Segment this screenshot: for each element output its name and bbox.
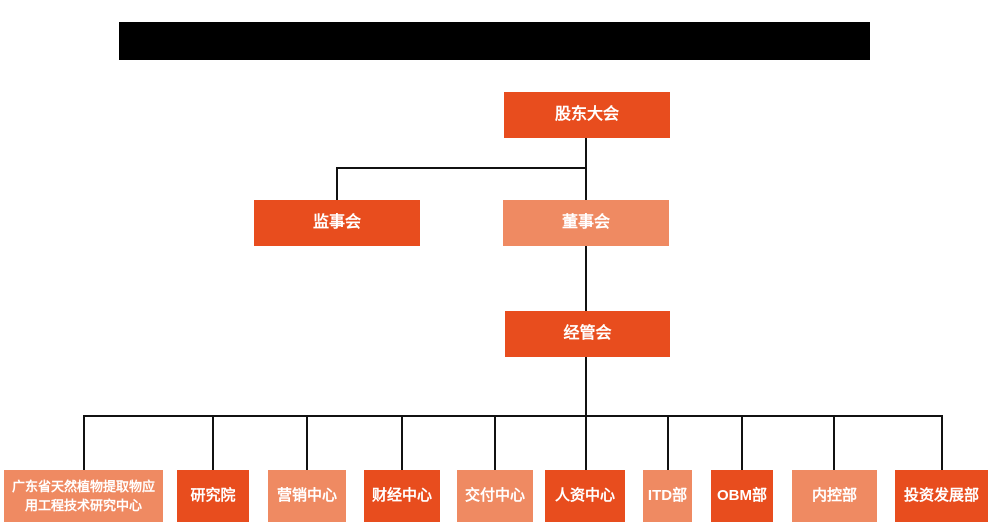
connector-drop-obm [741,415,743,470]
connector-drop-marketing-center [306,415,308,470]
connector-drop-delivery-center [494,415,496,470]
node-dept-internal-control: 内控部 [792,470,877,522]
connector-drop-research-center [83,415,85,470]
connector-drop-finance-center [401,415,403,470]
node-supervisory-board: 监事会 [254,200,420,246]
connector-drop-hr-center [585,415,587,470]
node-dept-research-center: 广东省天然植物提取物应用工程技术研究中心 [4,470,163,522]
node-dept-hr-center: 人资中心 [545,470,625,522]
node-board-of-directors: 董事会 [503,200,669,246]
connector-drop-research-institute [212,415,214,470]
connector-board-down [585,246,587,311]
node-dept-finance-center: 财经中心 [364,470,440,522]
node-dept-obm: OBM部 [711,470,773,522]
redacted-title-bar [119,22,870,60]
node-dept-itd: ITD部 [643,470,692,522]
connector-drop-internal-control [833,415,835,470]
connector-management-down [585,357,587,416]
node-dept-investment-development: 投资发展部 [895,470,988,522]
connector-supervisory-down [336,167,338,200]
connector-departments-horizontal [83,415,943,417]
node-dept-research-institute: 研究院 [177,470,249,522]
node-dept-marketing-center: 营销中心 [268,470,346,522]
node-shareholders-meeting: 股东大会 [504,92,670,138]
connector-drop-investment-development [941,415,943,470]
connector-drop-itd [667,415,669,470]
connector-level2-horizontal [336,167,587,169]
node-dept-delivery-center: 交付中心 [457,470,533,522]
connector-shareholders-down [585,138,587,200]
node-management-committee: 经管会 [505,311,670,357]
